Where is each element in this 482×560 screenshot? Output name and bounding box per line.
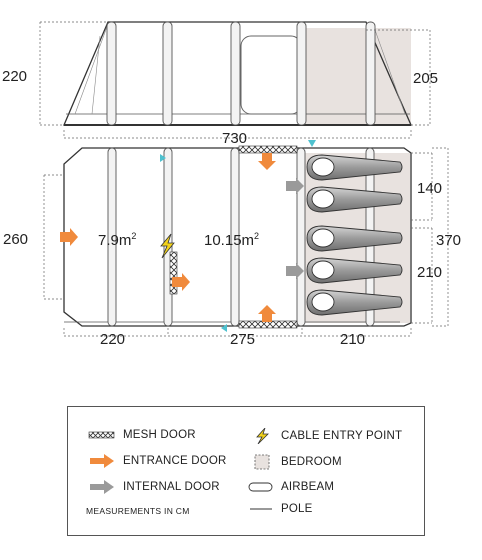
legend: MESH DOOR ENTRANCE DOOR INTERNAL DOOR CA… <box>67 406 425 536</box>
internal-arrow-icon <box>90 480 114 494</box>
side-airbeam <box>162 21 173 126</box>
internal-arrow-icon <box>286 178 304 194</box>
pole-line-icon <box>250 508 272 510</box>
dim-side-right-height: 205 <box>413 70 438 87</box>
dim-seg-front: 220 <box>100 331 125 348</box>
legend-airbeam-label: AIRBEAM <box>281 481 335 493</box>
legend-entrance-door-label: ENTRANCE DOOR <box>123 455 227 467</box>
marker-icon <box>160 154 166 162</box>
mesh-door-bottom <box>238 320 298 329</box>
bedroom-side-fill <box>305 28 411 125</box>
dim-total-length: 730 <box>222 130 247 147</box>
side-airbeam <box>230 21 241 126</box>
legend-airbeam: AIRBEAM <box>248 480 334 494</box>
airbeam <box>230 147 240 327</box>
marker-icon <box>221 324 227 332</box>
entrance-arrow-icon <box>172 273 190 291</box>
bedroom-square-icon <box>254 454 270 470</box>
legend-internal-door: INTERNAL DOOR <box>88 480 220 494</box>
entrance-arrow-icon <box>60 228 78 246</box>
marker-icon <box>308 140 316 147</box>
legend-mesh-door: MESH DOOR <box>88 428 196 442</box>
airbeam <box>107 147 117 327</box>
dim-bedroom-depth-top: 140 <box>417 180 442 197</box>
dim-bedroom-depth-bottom: 210 <box>417 264 442 281</box>
floor-plan: 260 370 140 210 220 275 210 7.9m2 10.15m… <box>3 140 461 348</box>
tent-floor-plan: 220 205 730 <box>2 21 461 348</box>
area-front: 7.9m2 <box>98 231 136 249</box>
side-airbeam <box>365 21 376 126</box>
area-main: 10.15m2 <box>204 231 259 249</box>
dim-width-right: 370 <box>436 232 461 249</box>
legend-cable-entry-label: CABLE ENTRY POINT <box>281 430 403 442</box>
entrance-arrow-icon <box>90 454 114 468</box>
mesh-door-icon <box>88 431 115 439</box>
legend-mesh-door-label: MESH DOOR <box>123 429 196 441</box>
dim-seg-middle: 275 <box>230 331 255 348</box>
entrance-arrow-icon <box>258 153 276 170</box>
entrance-arrow-icon <box>258 305 276 322</box>
mesh-door-internal <box>169 251 178 295</box>
legend-units-note: MEASUREMENTS IN CM <box>86 506 190 516</box>
floor-outline <box>63 147 412 327</box>
side-elevation: 220 205 730 <box>2 21 438 147</box>
side-airbeam <box>106 21 117 126</box>
legend-pole-label: POLE <box>281 503 313 515</box>
internal-arrow-icon <box>286 263 304 279</box>
sleeping-bags <box>306 154 403 316</box>
dim-side-left-height: 220 <box>2 68 27 85</box>
mesh-door-top <box>238 145 298 154</box>
legend-cable-entry: CABLE ENTRY POINT <box>252 428 402 444</box>
side-window <box>240 35 302 115</box>
dim-seg-bedroom: 210 <box>340 331 365 348</box>
legend-internal-door-label: INTERNAL DOOR <box>123 481 220 493</box>
legend-bedroom-label: BEDROOM <box>281 456 342 468</box>
dim-width-left: 260 <box>3 231 28 248</box>
airbeam-capsule-icon <box>248 482 273 492</box>
lightning-bolt-icon <box>160 233 175 259</box>
side-airbeam <box>296 21 307 126</box>
lightning-bolt-icon <box>256 428 269 444</box>
legend-bedroom: BEDROOM <box>252 454 342 470</box>
legend-pole: POLE <box>248 502 312 516</box>
legend-entrance-door: ENTRANCE DOOR <box>88 454 227 468</box>
airbeam <box>296 147 306 327</box>
